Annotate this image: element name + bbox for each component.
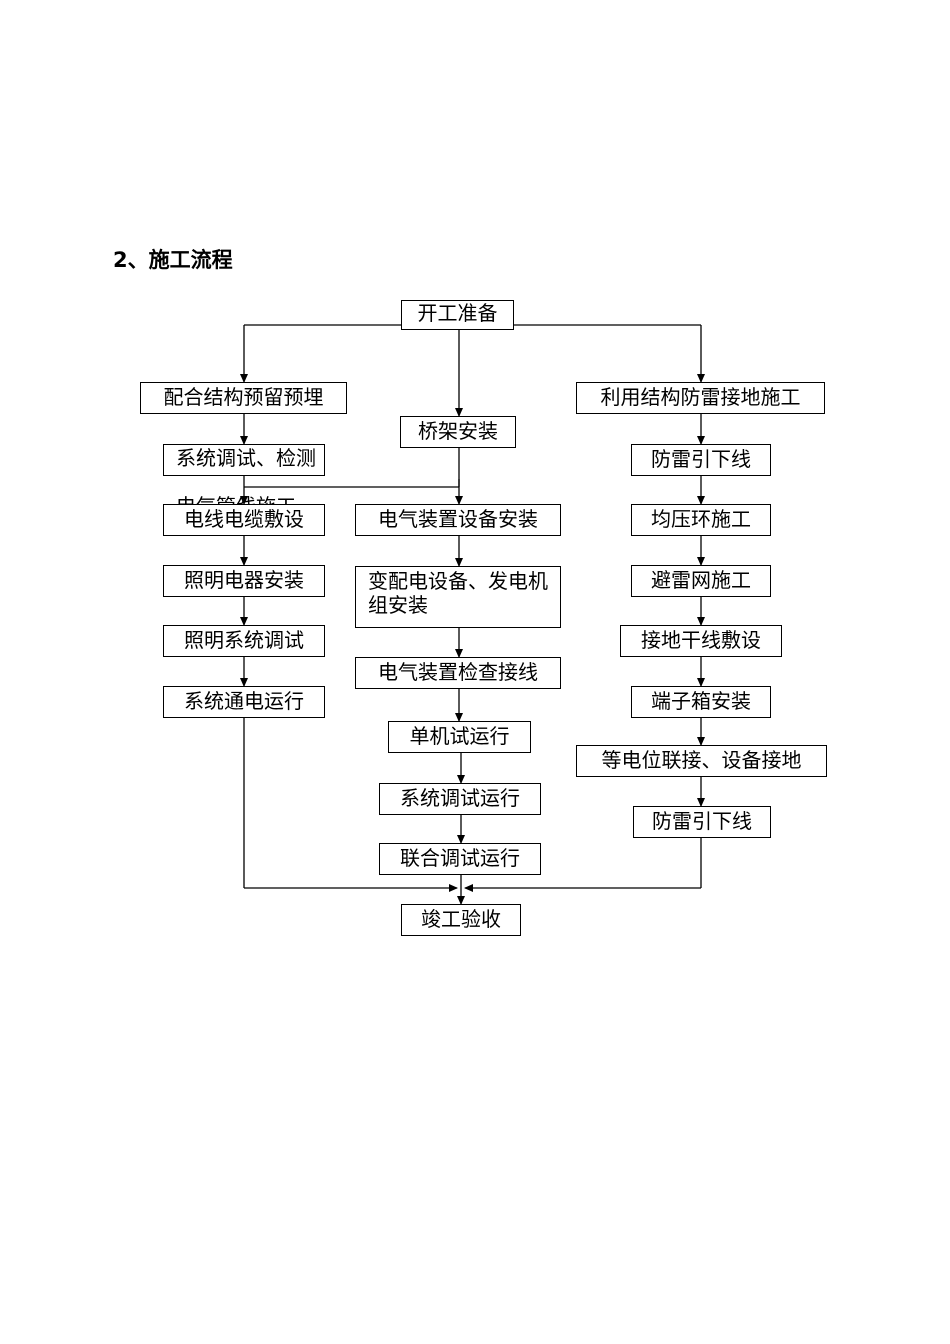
node-cable: 电线电缆敷设 [163,504,325,536]
node-reserve: 配合结构预留预埋 [140,382,347,414]
section-heading: 2、施工流程 [113,248,233,272]
node-lighting-test: 照明系统调试 [163,625,325,657]
node-down-conductor: 防雷引下线 [631,444,771,476]
node-down-conductor-2: 防雷引下线 [633,806,771,838]
node-wiring-check: 电气装置检查接线 [355,657,561,689]
node-terminal-box: 端子箱安装 [631,686,771,718]
node-lightning-ground: 利用结构防雷接地施工 [576,382,825,414]
node-device-install: 电气装置设备安装 [355,504,561,536]
node-end: 竣工验收 [401,904,521,936]
node-lightning-net: 避雷网施工 [631,565,771,597]
node-power-on: 系统通电运行 [163,686,325,718]
node-joint-run: 联合调试运行 [379,843,541,875]
overflow-label: 电气管线施工 [176,494,311,504]
node-transformer: 变配电设备、发电机组安装 [355,566,561,628]
node-test: 系统调试、检测 [163,444,325,476]
node-equalizing-ring: 均压环施工 [631,504,771,536]
node-lighting-install: 照明电器安装 [163,565,325,597]
node-equipotential: 等电位联接、设备接地 [576,745,827,777]
node-single-run: 单机试运行 [388,721,531,753]
node-tray: 桥架安装 [400,416,516,448]
node-ground-trunk: 接地干线敷设 [620,625,782,657]
node-start: 开工准备 [401,300,514,330]
node-system-run: 系统调试运行 [379,783,541,815]
